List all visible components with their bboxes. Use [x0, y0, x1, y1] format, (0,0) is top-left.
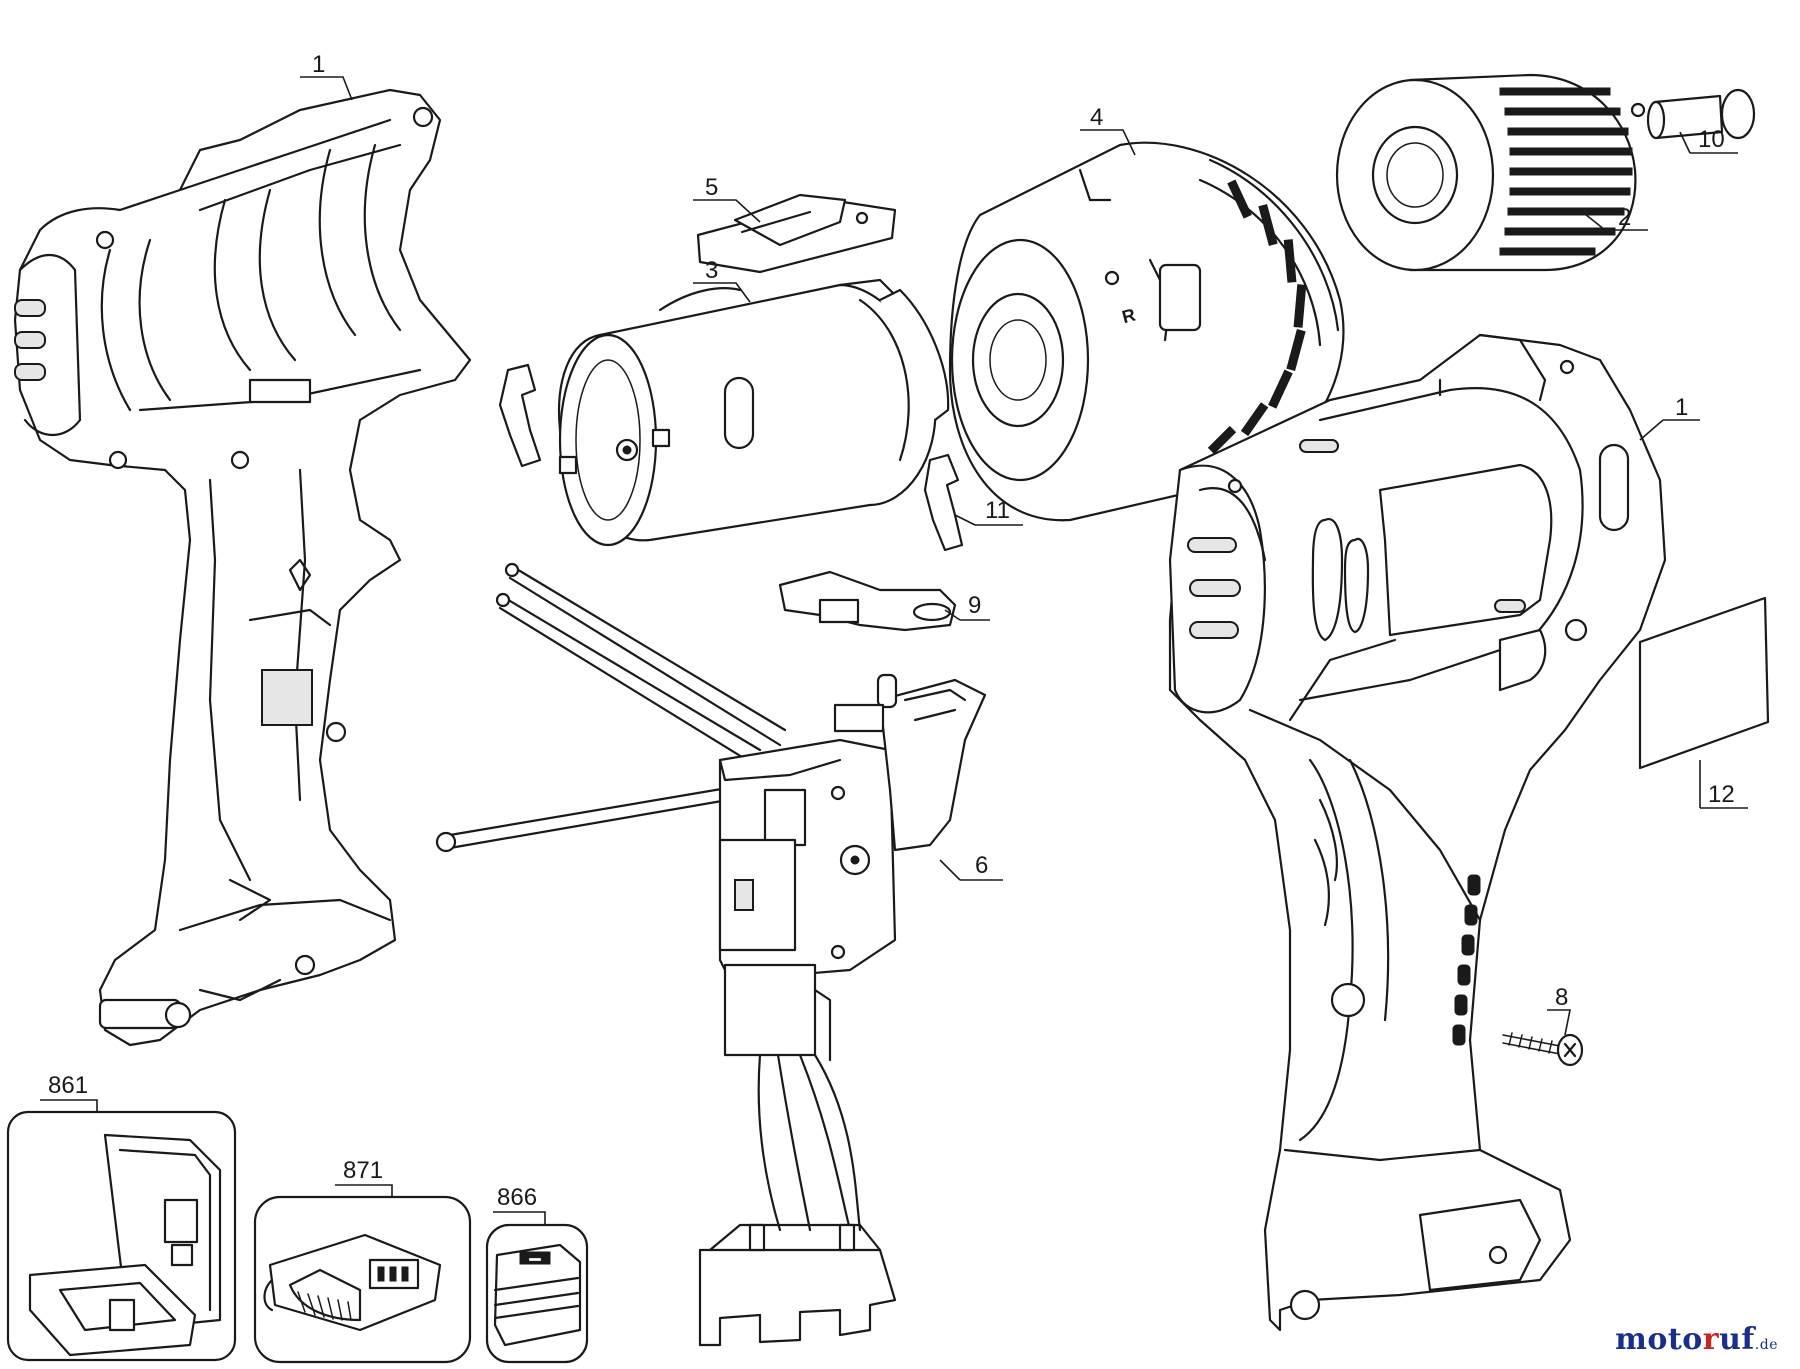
callout-3: 3 [705, 257, 718, 284]
callout-6: 6 [975, 852, 988, 879]
callout-9: 9 [968, 592, 981, 619]
housing-screw [1502, 1032, 1584, 1067]
callout-871: 871 [343, 1157, 383, 1184]
trigger-switch-assembly [435, 562, 987, 1347]
logo-part-c: uf [1719, 1322, 1755, 1357]
callout-2: 2 [1618, 204, 1631, 231]
gearbox-r-marking: R [1120, 304, 1138, 327]
callout-1-right: 1 [1675, 394, 1688, 421]
callout-1-left: 1 [312, 51, 325, 78]
housing-left-half [13, 88, 472, 1047]
chuck-knurl [1499, 87, 1633, 256]
label-plate [1638, 596, 1770, 770]
callout-numbers: 1 1 2 3 4 5 6 8 9 10 11 12 861 866 871 [48, 51, 1735, 1211]
brush-clip-11 [923, 453, 964, 552]
battery-pack [485, 1223, 589, 1364]
chuck-screw [1646, 88, 1756, 140]
motor [558, 278, 950, 547]
battery-charger [253, 1195, 472, 1364]
housing-assembled [1168, 333, 1667, 1332]
gearbox: R [948, 141, 1345, 522]
site-logo: motoruf.de [1615, 1322, 1778, 1357]
logo-part-a: moto [1615, 1322, 1703, 1357]
callout-866: 866 [497, 1184, 537, 1211]
callout-4: 4 [1090, 104, 1103, 131]
grip-side-texture [1452, 874, 1481, 1046]
leader-lines [40, 76, 1748, 1225]
callout-10: 10 [1698, 126, 1725, 153]
callout-12: 12 [1708, 781, 1735, 808]
charger-vent-lines [297, 1291, 352, 1321]
callout-8: 8 [1555, 984, 1568, 1011]
connector-clip [778, 570, 957, 632]
brush-clip-left [498, 363, 542, 468]
callout-5: 5 [705, 174, 718, 201]
clutch-ring-ribs [1198, 158, 1340, 455]
logo-part-d: .de [1754, 1337, 1778, 1353]
callout-11: 11 [985, 497, 1010, 524]
forward-reverse-button [696, 193, 897, 274]
callout-861: 861 [48, 1072, 88, 1099]
logo-part-b: r [1702, 1322, 1720, 1357]
carry-case [6, 1110, 237, 1362]
keyless-chuck [1335, 73, 1646, 272]
